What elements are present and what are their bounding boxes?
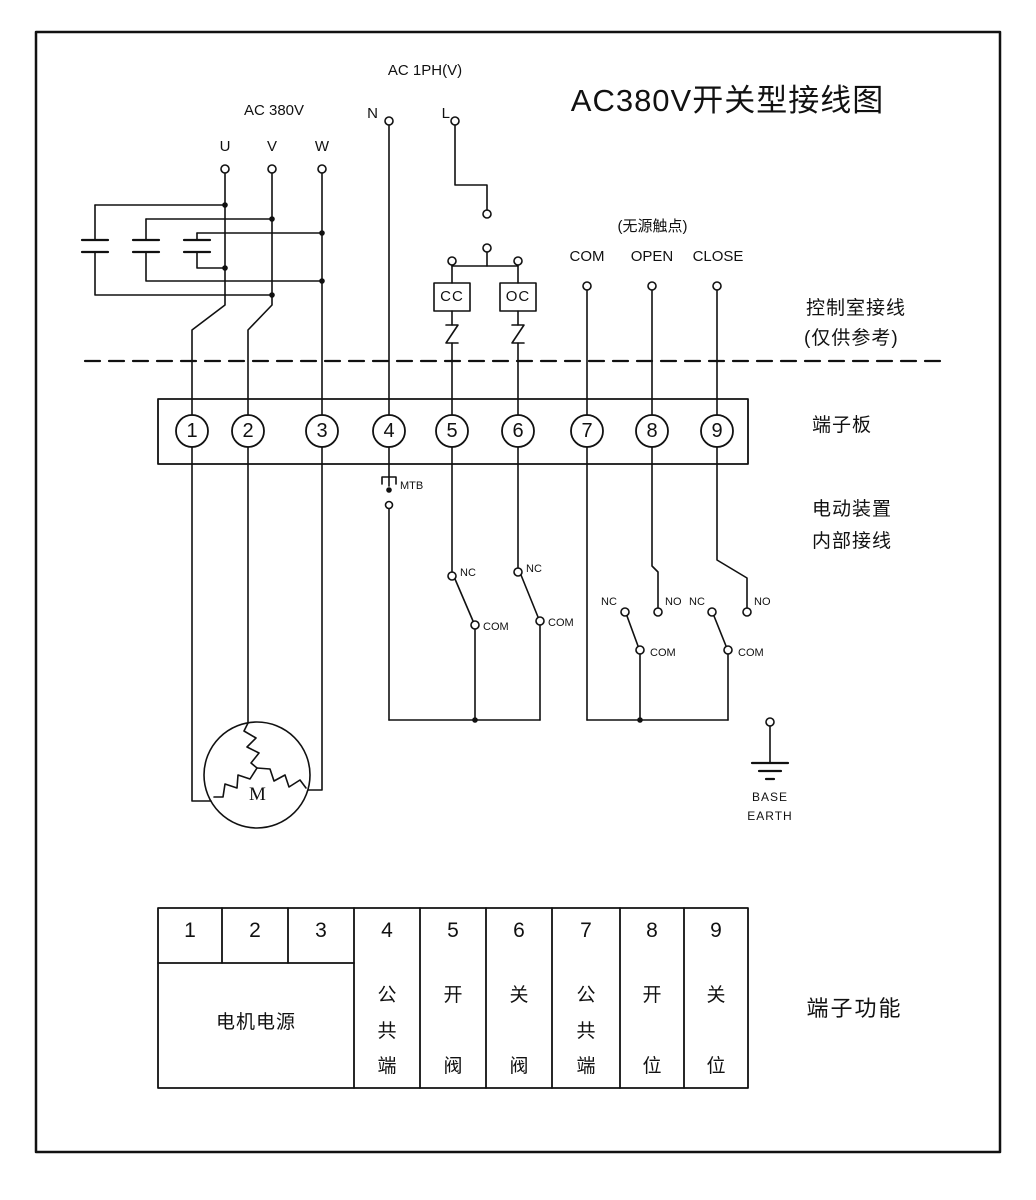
cc-label: CC [440, 288, 464, 305]
table-header-7: 7 [580, 919, 592, 942]
earth-ground-symbol [750, 717, 790, 781]
diagram-title: AC380V开关型接线图 [570, 83, 885, 118]
control-room-note-line2: (仅供参考) [804, 328, 899, 349]
switch-contact-bottom [482, 243, 492, 253]
line-terminal-label: L [441, 105, 450, 122]
function-cell-8: 开位 [642, 985, 662, 1077]
open-pos-no-label: NO [665, 596, 682, 608]
ac-380v-label: AC 380V [243, 102, 305, 119]
motor-power-cell: 电机电源 [215, 1012, 296, 1033]
com-signal-label: COM [569, 248, 605, 265]
close-pos-no-label: NO [754, 596, 771, 608]
open-signal-label: OPEN [630, 248, 674, 265]
oc-contactor-coil [499, 282, 537, 416]
table-header-3: 3 [315, 919, 327, 942]
terminal-6: 6 [512, 420, 524, 442]
table-header-1: 1 [184, 919, 196, 942]
close-valve-nc-label: NC [526, 563, 542, 575]
motor-label: M [249, 784, 266, 805]
control-room-note-line1: 控制室接线 [806, 298, 907, 319]
phase-u-label: U [219, 138, 231, 155]
internal-wiring-note-line1: 电动装置 [812, 499, 893, 520]
open-valve-com-label: COM [483, 621, 509, 633]
junction-dots [222, 202, 643, 723]
terminal-3: 3 [316, 420, 328, 442]
function-cell-7: 公共端 [576, 985, 596, 1077]
terminal-4: 4 [383, 420, 395, 442]
single-phase-input-wires [384, 116, 523, 416]
oc-label: OC [505, 288, 531, 305]
terminal-8: 8 [646, 420, 658, 442]
table-header-2: 2 [249, 919, 261, 942]
open-pos-nc-label: NC [601, 596, 617, 608]
close-pos-nc-label: NC [689, 596, 705, 608]
table-header-6: 6 [513, 919, 525, 942]
function-table-grid [157, 907, 749, 1089]
oc-break-contact-symbol [511, 324, 525, 344]
cc-contactor-coil [433, 282, 471, 416]
cc-break-contact-symbol [445, 324, 459, 344]
table-header-5: 5 [447, 919, 459, 942]
terminal-2: 2 [242, 420, 254, 442]
open-pos-com-label: COM [650, 647, 676, 659]
terminal-board-label: 端子板 [812, 415, 873, 436]
mtb-thermal-switch [381, 446, 397, 721]
open-valve-nc-label: NC [460, 567, 476, 579]
phase-w-label: W [314, 138, 330, 155]
motor-symbol [203, 721, 311, 829]
function-cell-4: 公共端 [377, 985, 397, 1077]
function-cell-9: 关位 [706, 985, 726, 1077]
diagram-border [34, 30, 1002, 1154]
terminal-functions-label: 端子功能 [806, 996, 903, 1021]
internal-wiring [191, 446, 790, 829]
mtb-label: MTB [400, 480, 424, 492]
passive-contact-note: (无源触点) [617, 218, 688, 235]
three-phase-input-wires [191, 164, 327, 416]
remote-signal-input-wires [582, 281, 722, 416]
switch-contact-top [482, 209, 492, 219]
close-valve-com-label: COM [548, 617, 574, 629]
terminal-9: 9 [711, 420, 723, 442]
function-cell-5: 开阀 [443, 985, 463, 1077]
position-indication-switches [586, 446, 752, 721]
ac-1ph-label: AC 1PH(V) [387, 62, 463, 79]
close-valve-limit-switch [513, 446, 545, 721]
close-pos-com-label: COM [738, 647, 764, 659]
terminal-1: 1 [186, 420, 198, 442]
ground-base-label: BASE [751, 790, 788, 804]
terminal-5: 5 [446, 420, 458, 442]
table-header-4: 4 [381, 919, 393, 942]
open-valve-limit-switch [447, 446, 480, 721]
internal-wiring-note-line2: 内部接线 [812, 531, 893, 552]
table-header-8: 8 [646, 919, 658, 942]
terminal-7: 7 [581, 420, 593, 442]
neutral-terminal-label: N [367, 105, 378, 122]
close-signal-label: CLOSE [692, 248, 744, 265]
ground-earth-label: EARTH [747, 809, 793, 823]
phase-capacitor-network [80, 204, 323, 296]
table-header-9: 9 [710, 919, 722, 942]
phase-v-label: V [266, 138, 277, 155]
function-cell-6: 关阀 [509, 985, 529, 1077]
